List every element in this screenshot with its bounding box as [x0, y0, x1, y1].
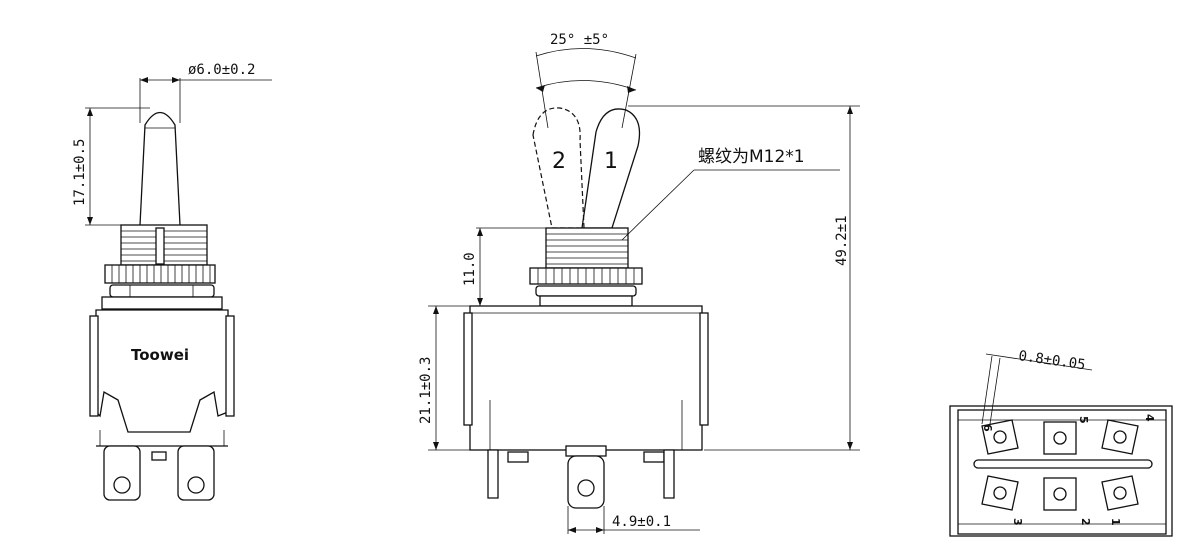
side-view: 25° ±5° 2 1 [418, 32, 860, 534]
pin-label-4: 4 [1143, 414, 1156, 422]
dim-lever-height: 17.1±0.5 [72, 107, 150, 226]
side-terminal-left [487, 449, 499, 499]
pin-label-6: 6 [981, 424, 994, 432]
lever-position-1 [581, 108, 641, 229]
svg-text:ø6.0±0.2: ø6.0±0.2 [188, 62, 255, 78]
svg-text:25° ±5°: 25° ±5° [550, 32, 609, 48]
terminal-5 [1043, 421, 1077, 455]
svg-text:0.8±0.05: 0.8±0.05 [1017, 348, 1086, 373]
thread-callout: 螺纹为M12*1 [621, 147, 840, 241]
dim-total-height: 49.2±1 [628, 105, 860, 451]
terminal-1 [1101, 475, 1139, 511]
side-bushing [545, 227, 629, 269]
bottom-center-slot [973, 459, 1153, 469]
lever-label-2: 2 [552, 149, 566, 174]
pin-label-1: 1 [1109, 518, 1122, 526]
side-terminal-right [663, 449, 675, 499]
dim-lever-diameter: ø6.0±0.2 [139, 62, 272, 123]
front-body [95, 309, 229, 433]
lever-label-1: 1 [604, 149, 618, 174]
dim-angle: 25° ±5° [535, 32, 637, 129]
dim-pin-pitch: 4.9±0.1 [567, 506, 700, 534]
terminal-2 [1043, 477, 1077, 511]
lever-position-2 [532, 107, 585, 229]
dim-body-height: 21.1±0.3 [418, 305, 470, 451]
front-nut [104, 264, 216, 284]
front-brand-label: Toowei [131, 346, 189, 364]
pin-label-3: 3 [1011, 518, 1024, 526]
terminal-4 [1101, 419, 1139, 455]
front-terminal-left [103, 445, 141, 501]
side-terminal-center [565, 445, 607, 509]
svg-text:4.9±0.1: 4.9±0.1 [612, 514, 671, 530]
bottom-view: 6 5 4 3 2 1 0.8±0.05 [949, 348, 1173, 537]
pin-label-5: 5 [1077, 416, 1090, 424]
dim-bushing-height: 11.0 [462, 227, 546, 306]
pin-label-2: 2 [1079, 518, 1092, 526]
svg-text:螺纹为M12*1: 螺纹为M12*1 [698, 147, 805, 167]
terminal-6 [981, 419, 1019, 455]
front-view: Toowei ø6.0±0.2 17.1±0.5 [72, 62, 272, 501]
front-lever [139, 111, 181, 226]
front-terminal-right [177, 445, 215, 501]
svg-text:49.2±1: 49.2±1 [834, 215, 850, 266]
terminal-3 [981, 475, 1019, 511]
svg-text:11.0: 11.0 [462, 252, 478, 286]
svg-text:17.1±0.5: 17.1±0.5 [72, 139, 88, 206]
side-body [469, 305, 703, 451]
svg-text:21.1±0.3: 21.1±0.3 [418, 357, 434, 424]
